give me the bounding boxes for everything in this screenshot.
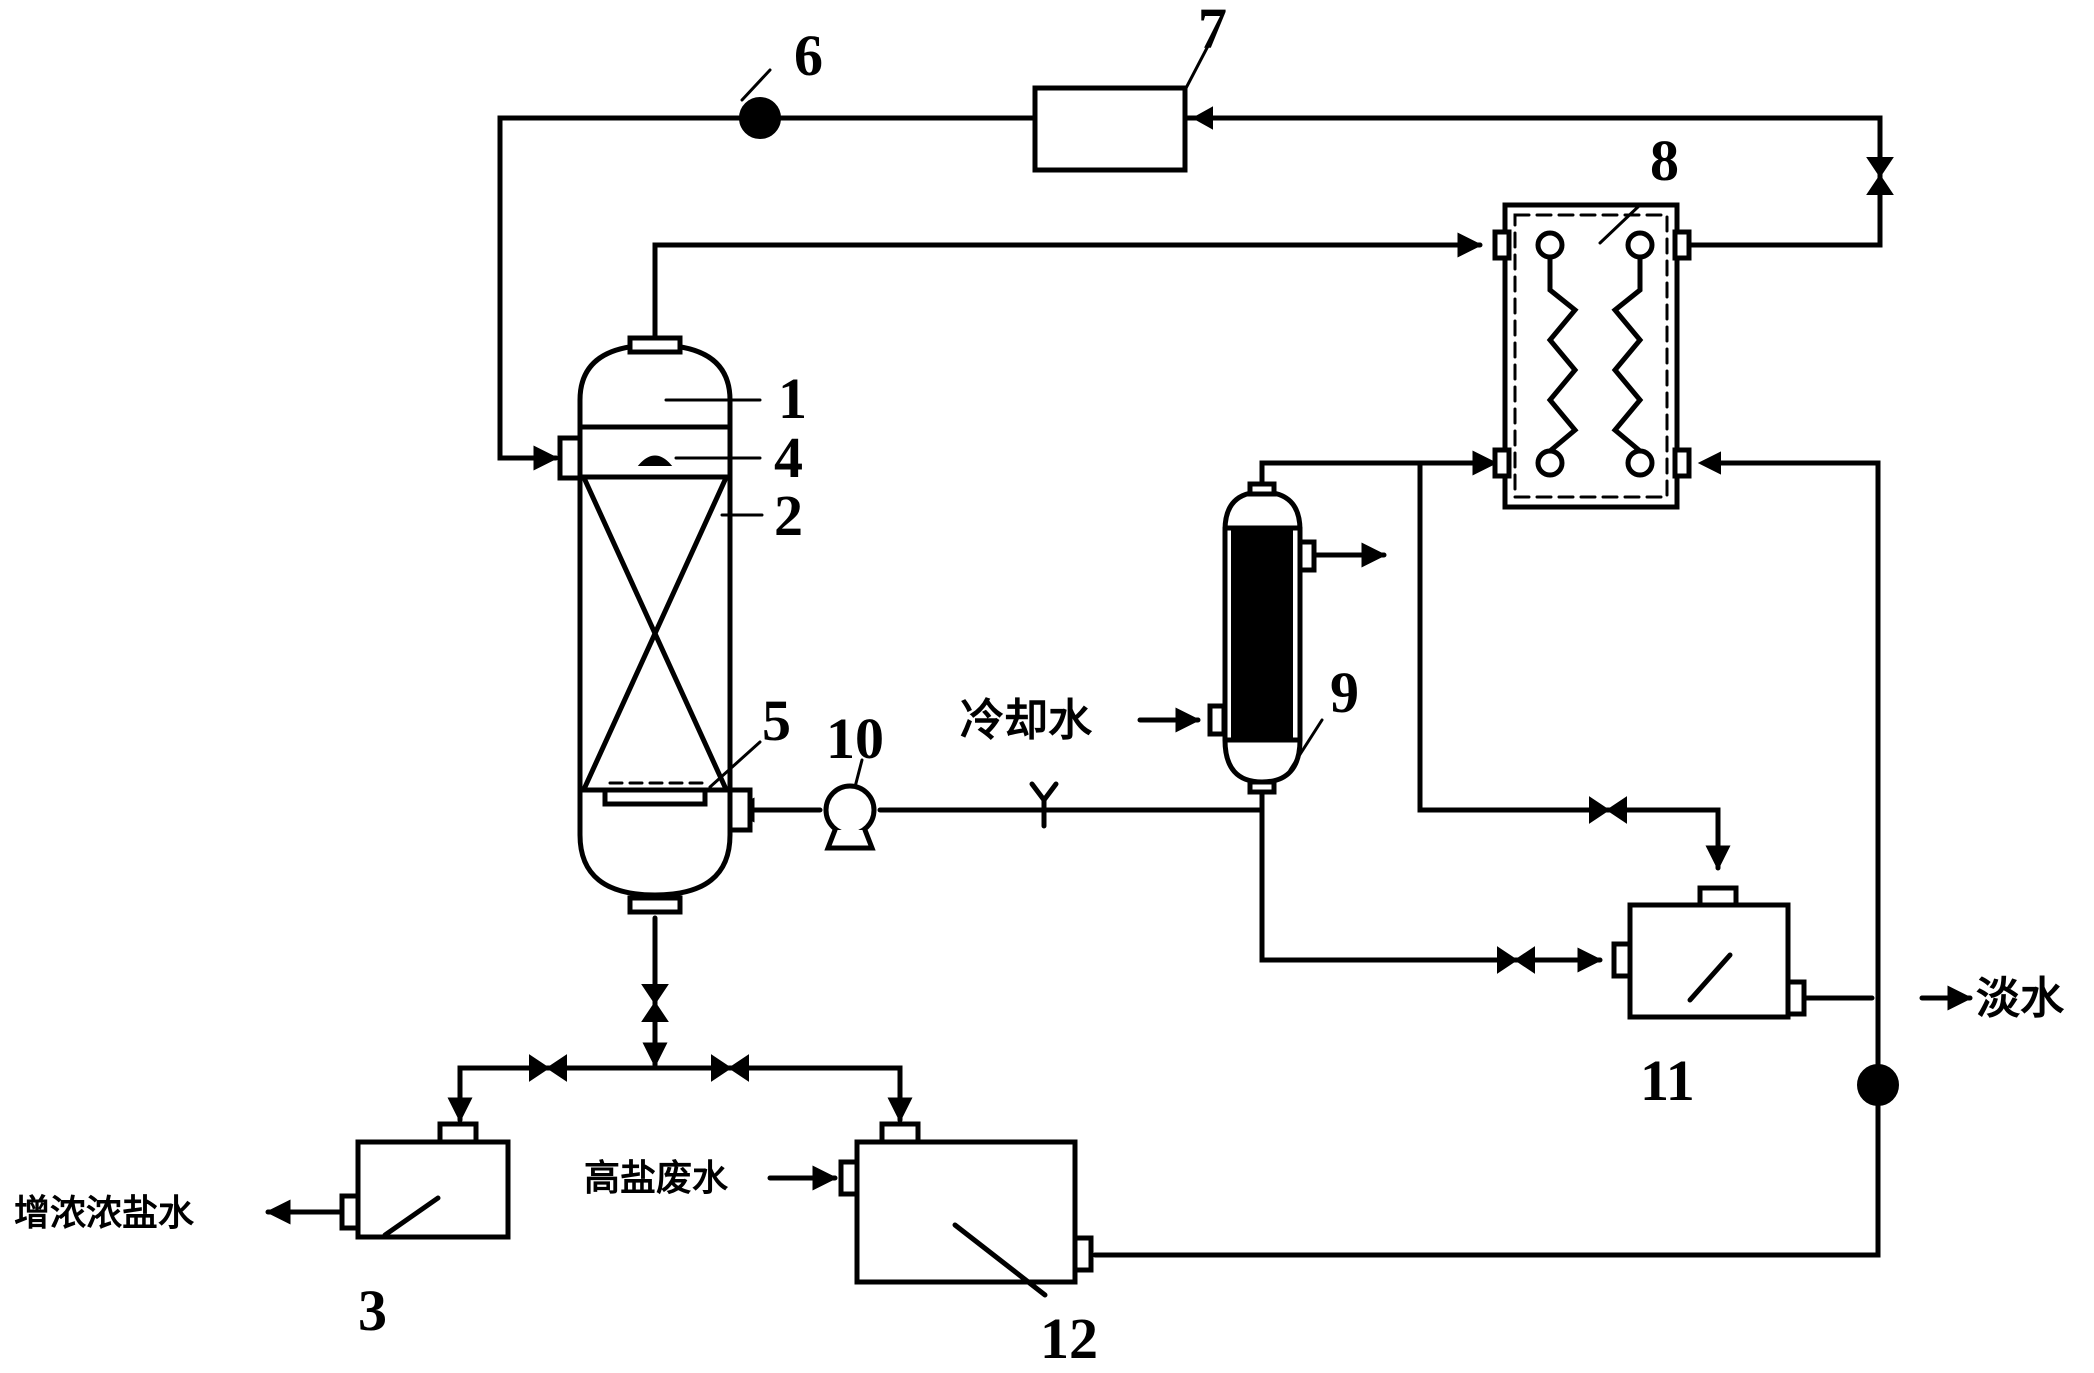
valve-to-tank3[interactable] xyxy=(529,1054,567,1082)
label-high-salt-wastewater: 高盐废水 xyxy=(584,1158,729,1199)
pipe-bottom-split xyxy=(457,1065,913,1123)
pipe-exchanger-return xyxy=(1092,460,1881,1258)
label-heater: 7 xyxy=(1198,0,1227,61)
valve-evaporator-bottom[interactable] xyxy=(641,984,669,1022)
valve-to-tank12[interactable] xyxy=(711,1054,749,1082)
brine-tank-12 xyxy=(838,1121,1094,1298)
label-cooling-water: 冷却水 xyxy=(960,695,1093,746)
gas-distributor xyxy=(602,787,708,807)
heater-7 xyxy=(1032,85,1213,173)
pipe-vapor-to-exchanger xyxy=(652,232,1483,343)
label-distributor: 4 xyxy=(774,425,803,490)
valve-condenser-drain[interactable] xyxy=(1497,946,1535,974)
plate-exchanger-8 xyxy=(1492,202,1721,510)
valves xyxy=(529,157,1894,1082)
piping xyxy=(265,115,1973,1258)
concentrate-tank-3 xyxy=(339,1121,511,1240)
stream-labels: 冷却水 高盐废水 增浓浓盐水 淡水 xyxy=(14,695,2065,1234)
return-pump-symbol xyxy=(1857,1064,1899,1106)
blower-10 xyxy=(823,783,877,851)
evaporator-column xyxy=(557,335,753,915)
pipe-fan-to-evaporator xyxy=(497,115,763,471)
label-blower: 10 xyxy=(826,706,884,771)
pipe-exchanger-outlet xyxy=(1687,241,1883,248)
label-fan: 6 xyxy=(794,23,823,88)
fan-6-symbol xyxy=(739,97,781,139)
label-concentrate-tank: 3 xyxy=(358,1278,387,1343)
pipe-condensate-to-tank11-top xyxy=(1417,460,1731,871)
pipe-condenser-bottom xyxy=(1259,787,1603,973)
packing-cross-b xyxy=(582,477,728,790)
leader-lines xyxy=(664,44,1642,789)
condenser-9 xyxy=(1207,481,1317,795)
valve-condensate-line[interactable] xyxy=(1589,796,1627,824)
label-fresh-water: 淡水 xyxy=(1976,973,2065,1024)
label-plate-exchanger: 8 xyxy=(1650,128,1679,193)
label-evaporator: 1 xyxy=(778,366,807,431)
equipment-labels: 1 4 2 5 10 6 7 8 9 11 3 12 xyxy=(358,0,1695,1371)
liquid-distributor xyxy=(637,455,673,466)
label-freshwater-tank: 11 xyxy=(1640,1048,1695,1113)
label-condenser: 9 xyxy=(1330,660,1359,725)
freshwater-tank-11 xyxy=(1611,885,1807,1020)
label-brine-tank: 12 xyxy=(1040,1306,1098,1371)
label-concentrated-brine: 增浓浓盐水 xyxy=(14,1193,195,1234)
pipe-exchanger-to-condenser xyxy=(1259,450,1498,488)
strainer-symbol xyxy=(1029,781,1059,829)
pipe-top-return xyxy=(1182,115,1883,247)
label-packing: 2 xyxy=(774,483,803,548)
label-gas-distributor: 5 xyxy=(762,688,791,753)
valve-top-right[interactable] xyxy=(1866,157,1894,195)
